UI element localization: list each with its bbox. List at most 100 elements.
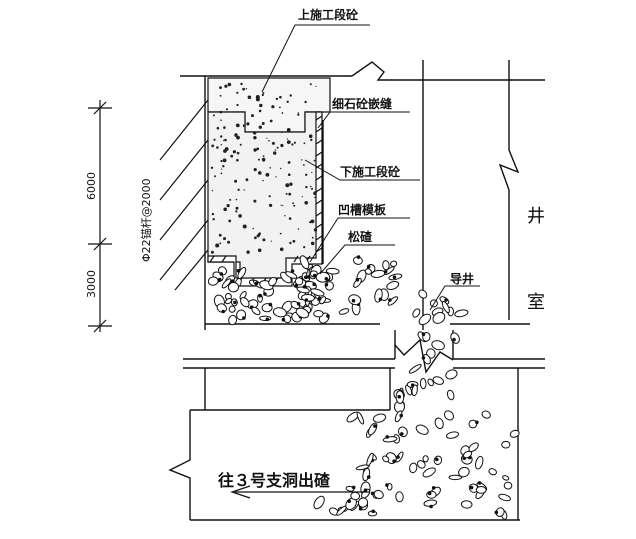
concrete-dot (257, 158, 260, 161)
rubble-stone (310, 288, 325, 297)
rubble-grain (475, 420, 479, 425)
rubble-grain (397, 394, 402, 399)
concrete-dot (313, 228, 318, 232)
concrete-dot (286, 127, 291, 132)
rubble-grain (366, 475, 371, 479)
walls (168, 60, 545, 521)
concrete-dot (226, 204, 230, 208)
rubble-grain (221, 309, 225, 314)
concrete-dot (234, 179, 238, 183)
concrete-dot (220, 144, 222, 146)
concrete-dot (234, 134, 237, 137)
concrete-dot (245, 178, 249, 182)
rubble-stone (390, 260, 398, 268)
label-lower-concrete: 下施工段砼 (340, 164, 401, 179)
concrete-dot (258, 171, 262, 175)
concrete-dot (310, 187, 314, 190)
rubble-grain (355, 277, 360, 282)
rubble-grain (351, 485, 356, 490)
rubble-stone (338, 308, 350, 315)
rubble-grain (462, 456, 467, 461)
rubble-stone (373, 489, 384, 500)
concrete-dot (259, 232, 261, 234)
rubble-stone (364, 268, 372, 275)
concrete-dot (236, 103, 239, 107)
rubble-grain (263, 292, 267, 296)
concrete-dot (305, 185, 308, 189)
concrete-dot (240, 82, 243, 86)
rubble-stone (356, 411, 365, 425)
rubble-grain (396, 455, 400, 459)
concrete-dot (211, 189, 214, 192)
rubble-stone (224, 298, 233, 305)
rubble-stone (501, 440, 511, 449)
concrete-dot (291, 143, 294, 146)
rubble-grain (427, 491, 432, 496)
concrete-dot (212, 218, 215, 221)
concrete-dot (286, 100, 289, 104)
rubble-stone (458, 466, 470, 478)
rubble-stone (416, 460, 426, 469)
rubble-grain (366, 264, 371, 269)
concrete-dot (229, 198, 232, 201)
concrete-dot (271, 141, 275, 145)
concrete-dot (259, 103, 263, 108)
rubble-stone (408, 364, 422, 374)
rubble-stone (445, 369, 458, 380)
rubble-stone (313, 495, 325, 510)
concrete-dot (287, 161, 291, 164)
rubble-stone (251, 306, 261, 316)
concrete-dot (236, 158, 239, 162)
rubble-stone (272, 307, 287, 318)
concrete-dot (258, 125, 262, 129)
concrete-dot (212, 114, 215, 117)
rubble-stone (372, 413, 387, 423)
concrete-dot (222, 158, 227, 163)
rubble-stone (382, 260, 390, 271)
dimension-line (88, 100, 112, 333)
rubble-grain (312, 273, 317, 278)
rubble-grain (317, 296, 322, 301)
concrete-dot (297, 113, 300, 116)
rubble-grain (399, 413, 404, 418)
concrete-dot (223, 207, 227, 212)
rubble-stone (454, 309, 469, 318)
concrete-dot (236, 135, 240, 140)
rubble-stone (313, 309, 324, 318)
leader-lines (261, 24, 480, 311)
concrete-dot (275, 97, 279, 101)
rubble-grain (444, 298, 448, 302)
concrete-dot (224, 138, 227, 142)
rubble-stone (382, 455, 390, 463)
concrete-dot (215, 243, 220, 248)
concrete-dot (256, 147, 260, 151)
rubble (207, 255, 520, 520)
rubble-stone (495, 507, 505, 517)
concrete-dot (220, 172, 223, 175)
concrete-dot (257, 248, 262, 253)
rubble-grain (371, 509, 376, 514)
concrete-dot (266, 137, 268, 139)
concrete-dot (284, 215, 286, 217)
concrete-dot (211, 144, 215, 148)
concrete-dot (221, 168, 223, 170)
concrete-dot (242, 224, 247, 229)
rubble-stone (422, 455, 429, 463)
concrete-dot (269, 167, 272, 169)
concrete-dot (235, 198, 238, 201)
concrete-dot (253, 148, 257, 152)
concrete-dot (286, 140, 291, 145)
concrete-dot (261, 93, 264, 97)
anchor-bolts (159, 99, 209, 291)
rubble-grain (356, 255, 361, 259)
concrete-dot (301, 159, 303, 161)
rubble-stone (268, 276, 278, 287)
concrete-dot (297, 228, 300, 230)
concrete-dot (228, 219, 232, 223)
rubble-stone (432, 376, 444, 385)
concrete-dot (305, 173, 308, 176)
concrete-dot (282, 205, 284, 207)
rubble-grain (242, 316, 246, 320)
concrete-dot (218, 233, 222, 237)
concrete-dot (315, 85, 317, 87)
